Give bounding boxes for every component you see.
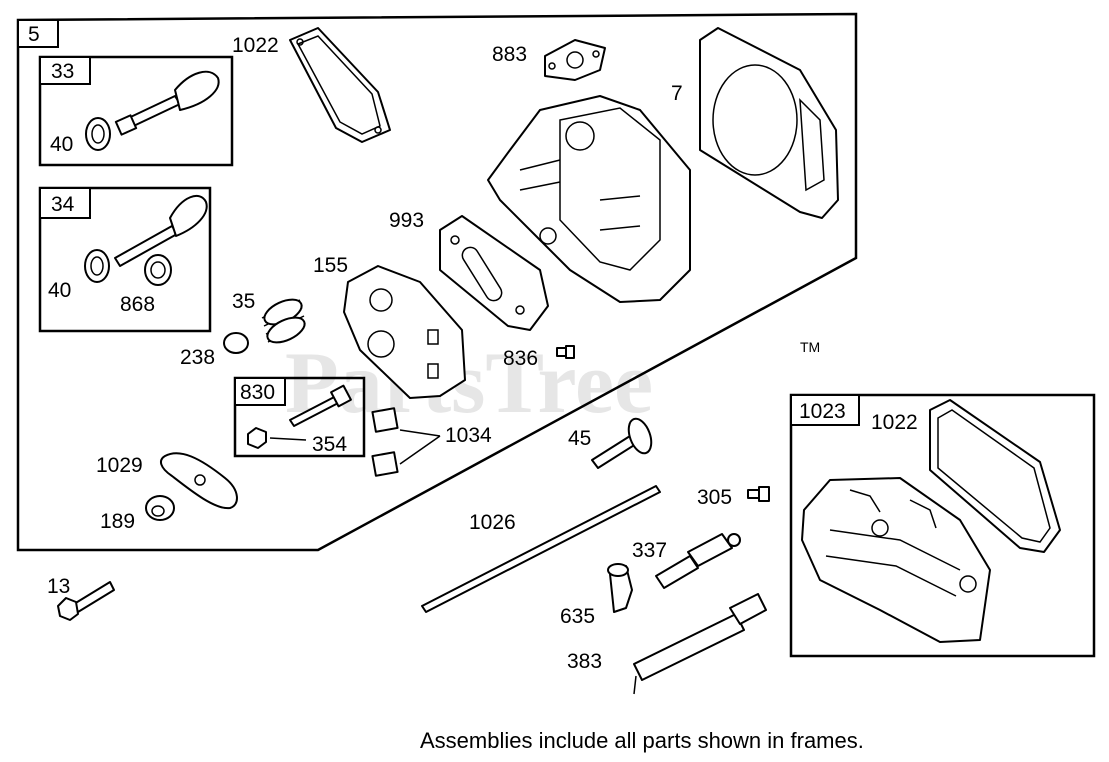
guide-plate-part (371, 407, 441, 477)
cover-gasket-right-part (929, 399, 1061, 553)
rocker-stud-part (289, 384, 352, 427)
label-40-intake: 40 (50, 133, 73, 156)
label-1034: 1034 (445, 424, 492, 447)
valve-seat-part (144, 254, 172, 286)
rocker-cover-part (801, 477, 991, 643)
frame-valve-intake-tag (39, 56, 91, 85)
frame-valve-exhaust-label: 34 (51, 193, 75, 216)
label-40-exhaust: 40 (48, 279, 71, 302)
intake-valve-seal-part (85, 117, 111, 151)
frame-valve-intake-label: 33 (51, 60, 74, 83)
frame-main-tag (17, 19, 59, 48)
frame-main (16, 12, 858, 552)
label-13: 13 (47, 575, 70, 598)
label-1026: 1026 (469, 511, 516, 534)
label-635: 635 (560, 605, 595, 628)
label-993: 993 (389, 209, 424, 232)
label-238: 238 (180, 346, 215, 369)
label-35: 35 (232, 290, 255, 313)
label-189: 189 (100, 510, 135, 533)
intake-gasket-part (544, 39, 606, 81)
label-1029: 1029 (96, 454, 143, 477)
frame-rocker-stud-tag (234, 377, 286, 406)
label-383: 383 (567, 650, 602, 673)
footnote: Assemblies include all parts shown in fr… (420, 728, 864, 753)
frame-rocker-cover-label: 1023 (799, 400, 846, 423)
label-7: 7 (671, 82, 683, 105)
stud-nut-part (247, 427, 307, 449)
screw-305-part (747, 486, 770, 502)
spring-cap-part (223, 332, 249, 354)
frame-rocker-stud (233, 376, 366, 458)
label-1022-right: 1022 (871, 411, 918, 434)
intake-valve-part (114, 70, 220, 136)
label-354: 354 (312, 433, 347, 456)
spark-plug-part (655, 533, 741, 589)
frame-valve-exhaust (38, 186, 212, 333)
plate-gasket-part (439, 215, 549, 331)
frame-rocker-cover (789, 393, 1096, 658)
watermark: PartsTree (285, 335, 653, 432)
cylinder-head-part (487, 95, 691, 303)
frame-valve-intake (38, 55, 234, 167)
frame-rocker-stud-label: 830 (240, 381, 275, 404)
tappet-part (591, 417, 653, 469)
screw-836-part (556, 345, 575, 359)
label-45: 45 (568, 427, 591, 450)
frame-valve-exhaust-tag (39, 187, 91, 219)
bolt-part (57, 581, 115, 621)
exhaust-valve-part (114, 194, 208, 267)
rocker-arm-part (159, 452, 238, 510)
valve-spring-part (261, 298, 306, 344)
frame-main-label: 5 (28, 23, 40, 46)
frame-rocker-cover-tag (790, 394, 860, 426)
label-883: 883 (492, 43, 527, 66)
exhaust-valve-seal-part (84, 249, 110, 283)
label-836: 836 (503, 347, 538, 370)
plug-boot-part (607, 563, 633, 613)
push-rod-part (421, 485, 661, 613)
label-868: 868 (120, 293, 155, 316)
rocker-nut-part (145, 495, 175, 521)
label-1022-left: 1022 (232, 34, 279, 57)
breather-tube-part (633, 593, 767, 695)
label-155: 155 (313, 254, 348, 277)
cover-gasket-left-part (289, 27, 391, 143)
head-plate-part (343, 265, 466, 399)
watermark-tm: TM (800, 339, 820, 355)
head-gasket-part (699, 27, 839, 219)
label-305: 305 (697, 486, 732, 509)
label-337: 337 (632, 539, 667, 562)
